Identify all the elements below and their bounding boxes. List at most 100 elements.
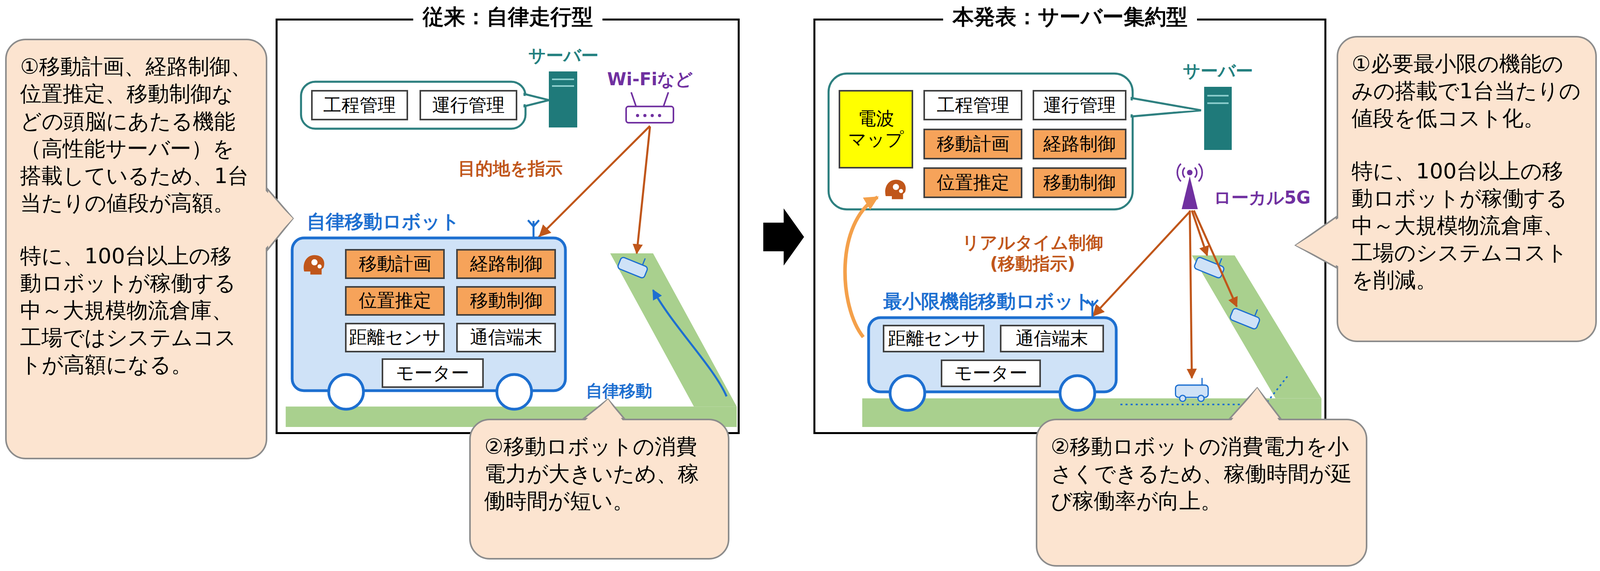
robot-wheel: [889, 375, 925, 411]
node-label: モーター: [954, 360, 1028, 386]
callout-box: ①移動計画、経路制御、位置推定、移動制御などの頭脳にあたる機能（高性能サーバー）…: [5, 38, 268, 459]
node-body: 特に、100台以上の移動ロボットが稼働する中～大規模物流倉庫、工場のシステムコス…: [1351, 157, 1582, 294]
control-arrow: [636, 126, 651, 254]
mobile-robot-small: [1175, 377, 1209, 402]
node-label: 運行管理: [432, 93, 505, 118]
server-icon: サーバー: [548, 71, 578, 128]
callout-tail: [264, 190, 293, 249]
speech-bubble: [522, 95, 545, 105]
callout-tail: [1296, 217, 1340, 267]
speech-bubble: [828, 73, 1133, 209]
node-label: サーバー: [1182, 59, 1254, 83]
node-label: 位置推定: [358, 288, 432, 313]
antenna-mast: [1181, 176, 1198, 210]
mobile-robot-small: [1229, 307, 1261, 330]
motion-label: 自律移動: [583, 379, 655, 402]
mobile-robot: 自律移動ロボット移動計画経路制御位置推定移動制御距離センサ通信端末モーター: [290, 236, 567, 392]
node-label: 通信端末: [469, 324, 543, 350]
node-label: 電波 マップ: [840, 108, 912, 150]
comparison-panel: 従来：自律走行型工程管理運行管理サーバーWi-Fiなど自律移動ロボット移動計画経…: [275, 18, 741, 434]
node-label: モーター: [395, 360, 470, 386]
server-slot: [551, 85, 575, 87]
mobile-robot-small: [1179, 395, 1187, 402]
callout-box: ②移動ロボットの消費電力が大きいため、稼働時間が短い。: [469, 418, 730, 560]
router-led: [643, 113, 647, 118]
control-function-box: 経路制御: [456, 248, 557, 279]
node-label: 距離センサ: [348, 324, 441, 350]
antenna-outline: [1171, 163, 1209, 209]
node-label: 距離センサ: [887, 326, 980, 351]
control-function-box: 移動制御: [456, 285, 557, 316]
robot-wheel: [496, 374, 532, 409]
mobile-robot-small: [1219, 258, 1222, 265]
node-label: 本発表：サーバー集約型: [943, 2, 1198, 32]
mobile-robot-small: [617, 249, 1263, 401]
wifi-router: Wi-Fiなど: [625, 95, 675, 124]
function-box: 距離センサ: [882, 324, 985, 353]
robot-body: [292, 237, 566, 391]
brain-icon: [885, 179, 906, 200]
robot-wheel: [1059, 375, 1095, 411]
radio-wave: [1177, 163, 1203, 182]
callout-box: ②移動ロボットの消費電力を小さくできるため、稼働時間が延び稼働率が向上。: [1035, 418, 1368, 567]
node-label: ローカル5G: [1213, 186, 1311, 210]
callout-body: [5, 39, 267, 459]
radio-wave: [1182, 167, 1197, 178]
mobile-robot-small: [1201, 377, 1203, 385]
edge-label: 目的地を指示: [455, 157, 566, 180]
robot-wheel: [328, 374, 364, 409]
comparison-panel: 本発表：サーバー集約型電波 マップ工程管理運行管理移動計画経路制御位置推定移動制…: [813, 18, 1327, 434]
node-label: Wi-Fiなど: [607, 67, 693, 92]
router-led: [635, 113, 640, 118]
router-body: [626, 106, 674, 123]
node-label: ①必要最小限の機能のみの搭載で1台当たりの値段を低コスト化。: [1351, 50, 1582, 132]
control-function-box: 移動制御: [1032, 167, 1127, 198]
control-function-box: 経路制御: [1032, 128, 1127, 160]
node-label: 工程管理: [323, 93, 396, 118]
speech-bubble: [300, 81, 526, 129]
server-tower: [548, 71, 578, 128]
control-arrow: [538, 125, 650, 237]
mobile-robot-small: [617, 249, 651, 279]
node-label: 通信端末: [1015, 326, 1089, 351]
feedback-arrow: [844, 197, 878, 338]
router-led: [658, 113, 662, 118]
server-slot: [551, 78, 575, 81]
node-label: 従来：自律走行型: [413, 2, 603, 32]
node-label: 移動計画: [936, 131, 1010, 157]
function-box: 距離センサ: [344, 322, 446, 353]
control-arrow: [1193, 210, 1237, 306]
brain-icon: [303, 255, 325, 275]
router-antenna: [631, 91, 669, 107]
node-label: ①移動計画、経路制御、位置推定、移動制御などの頭脳にあたる機能（高性能サーバー）…: [20, 52, 253, 217]
server-tower: [1204, 86, 1232, 150]
callout-body: [469, 419, 729, 559]
travel-arrow: [652, 289, 727, 396]
control-function-box: 位置推定: [344, 285, 446, 316]
server-icon: サーバー: [1204, 86, 1232, 150]
node-label: 工程管理: [936, 93, 1010, 118]
mobile-robot-small: [617, 256, 649, 279]
speech-bubble: [300, 73, 1201, 209]
speech-bubble: [1129, 100, 1196, 115]
floor: [1191, 255, 1322, 398]
mobile-robot-small: [1254, 309, 1258, 316]
transition-arrow: [763, 208, 805, 266]
callout-body: [1337, 36, 1597, 342]
callout-body: [1036, 419, 1367, 566]
router-led: [650, 113, 655, 118]
server-slot: [1207, 94, 1229, 97]
callout-tail: [1230, 387, 1280, 421]
function-box: 工程管理: [311, 89, 409, 121]
server-slot: [1207, 102, 1229, 105]
node-label: 経路制御: [469, 251, 543, 276]
control-arrow: [1189, 210, 1192, 378]
mobile-robot-small: [1197, 395, 1205, 402]
control-function-box: 位置推定: [923, 167, 1023, 198]
local5g-antenna: ローカル5G: [1171, 163, 1209, 209]
brain-icon: [885, 179, 906, 200]
node-label: 最小限機能移動ロボット: [883, 288, 1093, 314]
function-box: 通信端末: [456, 322, 557, 353]
radio-map-box: 電波 マップ: [838, 89, 914, 169]
function-box: 通信端末: [999, 324, 1104, 353]
